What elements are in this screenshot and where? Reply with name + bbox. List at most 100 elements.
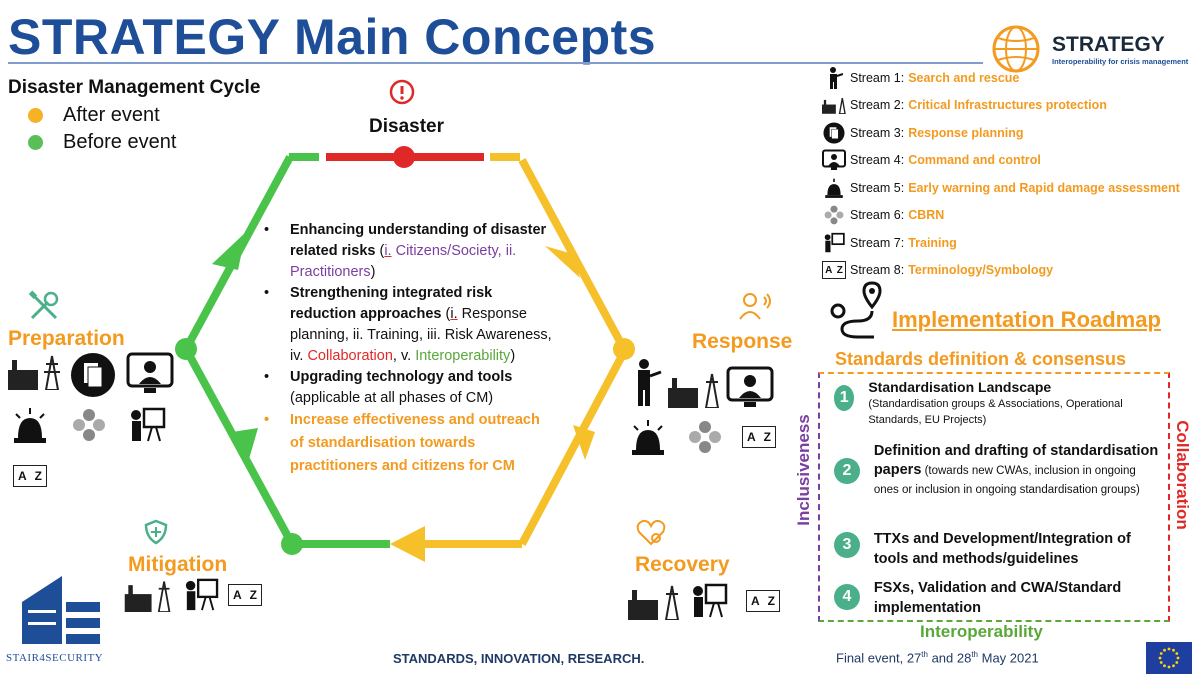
legend-item-after-event: After event: [28, 104, 160, 127]
arrow-icon: [545, 246, 580, 278]
globe-icon: [992, 25, 1040, 73]
step-number-badge: 1: [834, 385, 855, 411]
rescuer-icon: [638, 359, 662, 406]
disaster-cycle-diagram: [175, 146, 635, 562]
trainer-icon: [693, 583, 728, 618]
stream-value: Terminology/Symbology: [908, 263, 1054, 277]
heart-icon: [636, 518, 666, 551]
stream-value: Training: [908, 236, 957, 250]
recovery-label: Recovery: [635, 553, 730, 576]
roadmap-step-2: 2 Definition and drafting of standardisa…: [822, 442, 1162, 499]
disaster-label: Disaster: [369, 116, 444, 137]
orange-dot-icon: [28, 108, 43, 123]
step-number-badge: 2: [834, 458, 860, 484]
cbrn-icon: [822, 204, 846, 226]
roadmap-subtitle: Standards definition & consensus: [835, 349, 1127, 369]
documents-icon: [71, 353, 115, 397]
interoperability-label: Interoperability: [920, 622, 1043, 641]
stream-label: Stream 6:: [850, 208, 905, 222]
rescuer-icon: [822, 67, 846, 89]
stream-item: Stream 6:CBRN: [822, 203, 944, 227]
stream-value: Response planning: [908, 126, 1024, 140]
stream-item: Stream 4:Command and control: [822, 148, 1041, 172]
strategy-logo: [990, 24, 1050, 74]
roadmap-title: Implementation Roadmap: [892, 307, 1161, 332]
roadmap-step-1: 1 Standardisation Landscape(Standardisat…: [822, 378, 1162, 428]
operator-icon: [822, 149, 846, 171]
stream-item: Stream 3:Response planning: [822, 121, 1023, 145]
documents-icon: [822, 122, 846, 144]
concept-item: Upgrading technology and tools (applicab…: [262, 367, 552, 409]
arrow-icon: [212, 232, 246, 270]
trainer-icon: [131, 407, 166, 442]
shield-icon: [144, 519, 168, 550]
factory-icon: [822, 94, 846, 116]
legend-label: After event: [63, 104, 160, 126]
title-underline: [8, 62, 983, 64]
response-icons: [632, 358, 774, 408]
trainer-icon: [185, 578, 219, 611]
concept-item: Strengthening integrated risk reduction …: [262, 283, 552, 367]
stream-value: Search and rescue: [908, 71, 1020, 85]
stream-value: Command and control: [908, 153, 1041, 167]
legend-item-before-event: Before event: [28, 131, 176, 154]
roadmap-step-4: 4 FSXs, Validation and CWA/Standard impl…: [822, 578, 1162, 618]
concept-item: Enhancing understanding of disaster rela…: [262, 220, 552, 283]
person-voice-icon: [738, 291, 774, 326]
stream-item: Stream 5:Early warning and Rapid damage …: [822, 176, 1180, 200]
stream-label: Stream 8:: [850, 263, 905, 277]
factory-icon: [124, 581, 171, 612]
stair4security-logo: [22, 572, 102, 651]
stream-item: Stream 2:Critical Infrastructures protec…: [822, 93, 1107, 117]
preparation-icons: [8, 352, 174, 398]
stream-label: Stream 1:: [850, 71, 905, 85]
route-icon: [828, 281, 884, 348]
arrow-icon: [573, 425, 595, 460]
roadmap-step-3: 3 TTXs and Development/Integration of to…: [822, 529, 1162, 569]
stream-value: Critical Infrastructures protection: [908, 98, 1107, 112]
arrow-icon: [390, 526, 425, 562]
key-concepts-list: Enhancing understanding of disaster rela…: [262, 220, 552, 478]
stream-label: Stream 7:: [850, 236, 905, 250]
stream-label: Stream 3:: [850, 126, 905, 140]
footer-slogan: STANDARDS, INNOVATION, RESEARCH.: [393, 651, 645, 666]
stream-value: Early warning and Rapid damage assessmen…: [908, 181, 1180, 195]
siren-icon: [14, 408, 46, 443]
factory-icon: [628, 585, 680, 620]
stream-item: Stream 7:Training: [822, 231, 957, 255]
stream-label: Stream 5:: [850, 181, 905, 195]
brand-tagline: Interoperability for crisis management: [1052, 57, 1189, 66]
response-label: Response: [692, 330, 793, 353]
stair4security-wordmark: STAIR4SECURITY: [6, 652, 104, 664]
stream-label: Stream 2:: [850, 98, 905, 112]
alert-icon: [389, 79, 415, 110]
preparation-icons-row2: [10, 406, 166, 444]
factory-icon: [8, 355, 60, 390]
cbrn-icon: [689, 421, 721, 453]
inclusiveness-label: Inclusiveness: [794, 414, 813, 526]
footer-event-date: Final event, 27th and 28th May 2021: [836, 650, 1039, 666]
tools-icon: [28, 290, 60, 327]
recovery-segment: [518, 350, 628, 546]
legend-title: Disaster Management Cycle: [8, 77, 261, 98]
siren-icon: [822, 177, 846, 199]
roadmap-box: [818, 372, 1170, 622]
operator-icon: [726, 366, 774, 407]
mitigation-label: Mitigation: [128, 553, 228, 576]
preparation-label: Preparation: [8, 327, 125, 350]
brand-name: STRATEGY: [1052, 33, 1165, 56]
step-number-badge: 3: [834, 532, 860, 558]
factory-icon: [668, 373, 720, 408]
page-title: STRATEGY Main Concepts: [8, 9, 657, 65]
stream-label: Stream 4:: [850, 153, 905, 167]
green-dot-icon: [28, 135, 43, 150]
trainer-icon: [822, 232, 846, 254]
